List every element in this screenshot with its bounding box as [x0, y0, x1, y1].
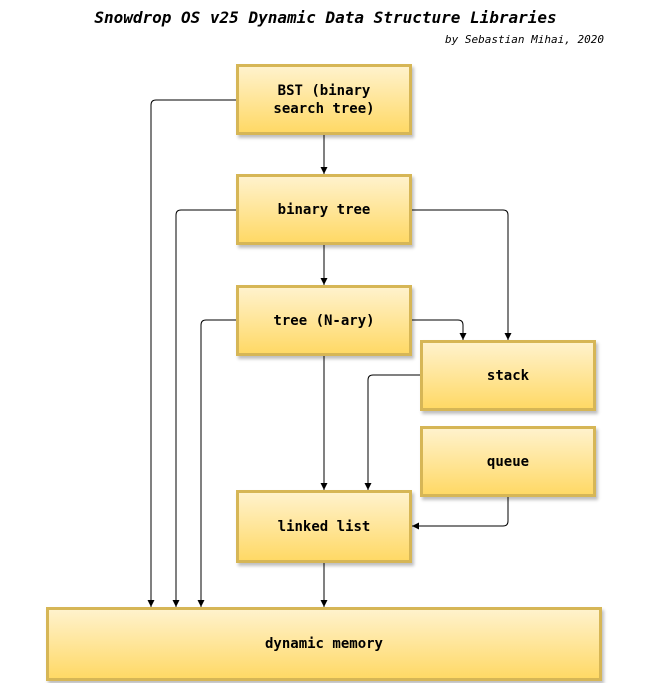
node-tree: tree (N-ary) [236, 285, 412, 356]
node-dynamic-memory-label: dynamic memory [264, 636, 383, 652]
node-binary-tree-label: binary tree [277, 201, 371, 218]
edge-tree-to-dynamic-memory [197, 319, 236, 607]
node-stack-label: stack [486, 367, 530, 384]
node-linked-list-label: linked list [277, 518, 371, 535]
node-dynamic-memory: dynamic memory [46, 607, 602, 681]
node-bst: BST (binary search tree) [236, 64, 412, 135]
edge-binary-tree-to-stack [412, 209, 512, 340]
node-linked-list: linked list [236, 490, 412, 563]
node-stack: stack [420, 340, 596, 411]
diagram-subtitle: by Sebastian Mihai, 2020 [445, 33, 604, 46]
node-binary-tree: binary tree [236, 174, 412, 245]
diagram-title: Snowdrop OS v25 Dynamic Data Structure L… [94, 8, 557, 27]
node-queue: queue [420, 426, 596, 497]
node-queue-label: queue [486, 453, 530, 470]
edge-bst-to-dynamic-memory [147, 99, 236, 607]
node-tree-label: tree (N-ary) [273, 312, 375, 329]
edge-tree-to-stack [412, 319, 467, 340]
edge-stack-to-linked-list [364, 374, 420, 490]
node-bst-label: BST (binary search tree) [273, 82, 375, 117]
edge-binary-tree-to-dynamic-memory [172, 209, 236, 607]
edge-queue-to-linked-list [412, 497, 509, 530]
